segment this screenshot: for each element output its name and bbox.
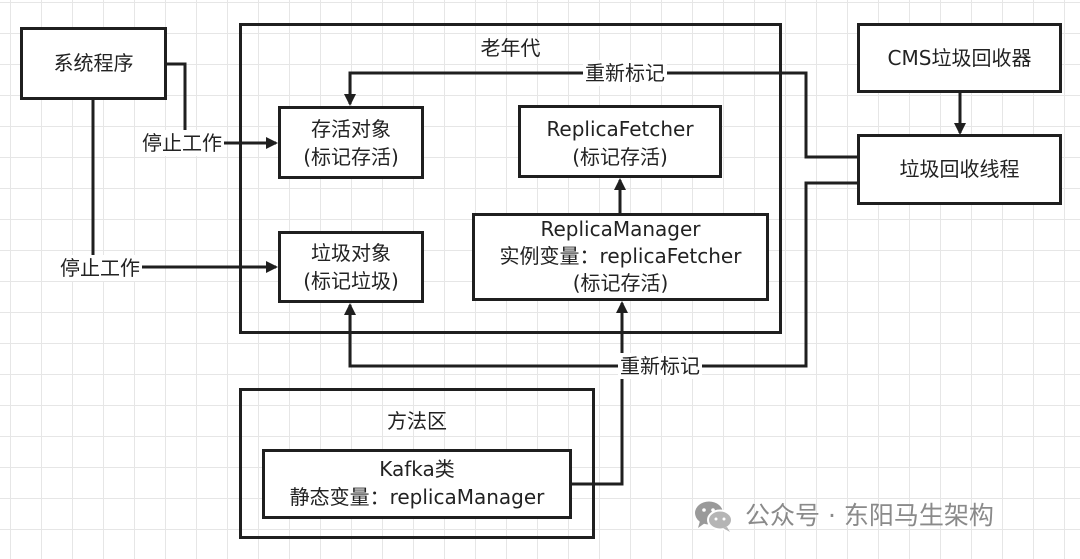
replica-manager-line2: 实例变量：replicaFetcher [499,244,742,268]
system-program-label: 系统程序 [53,51,134,75]
old-gen-container [239,23,782,334]
watermark: 公众号 · 东阳马生架构 [693,496,994,536]
replica-fetcher-node [518,105,722,178]
method-area-title: 方法区 [387,409,447,433]
cms-collector-node [857,23,1062,93]
live-object-node [278,106,424,179]
system-program-node [20,27,167,100]
gc-thread-node [857,134,1062,205]
kafka-class-node [262,449,572,519]
gc-thread-label: 垃圾回收线程 [899,157,1020,181]
edge-label-stop-work-1: 停止工作 [140,130,224,156]
garbage-object-line1: 垃圾对象 [311,241,391,265]
edge-label-stop-work-2: 停止工作 [58,255,142,281]
cms-collector-label: CMS垃圾回收器 [887,46,1032,70]
watermark-text: 公众号 · 东阳马生架构 [745,501,994,530]
old-gen-title: 老年代 [480,36,541,60]
replica-manager-node [472,213,769,301]
replica-manager-line1: ReplicaManager [540,217,701,241]
edge-label-remark-top: 重新标记 [583,60,667,86]
live-object-line2: (标记存活) [303,145,399,169]
garbage-object-node [278,231,424,303]
edge-stop-work-live [167,62,278,149]
edge-remark-bottom [344,181,857,368]
replica-fetcher-line1: ReplicaFetcher [546,117,694,141]
live-object-line1: 存活对象 [311,117,391,141]
method-area-container [239,388,595,539]
edge-label-remark-bottom: 重新标记 [618,353,702,379]
kafka-class-line1: Kafka类 [379,457,455,481]
replica-fetcher-line2: (标记存活) [572,145,668,169]
garbage-object-line2: (标记垃圾) [303,269,399,293]
wechat-icon [695,501,733,532]
kafka-class-line2: 静态变量：replicaManager [289,485,545,509]
replica-manager-line3: (标记存活) [572,271,669,295]
edge-remark-top [344,71,857,159]
